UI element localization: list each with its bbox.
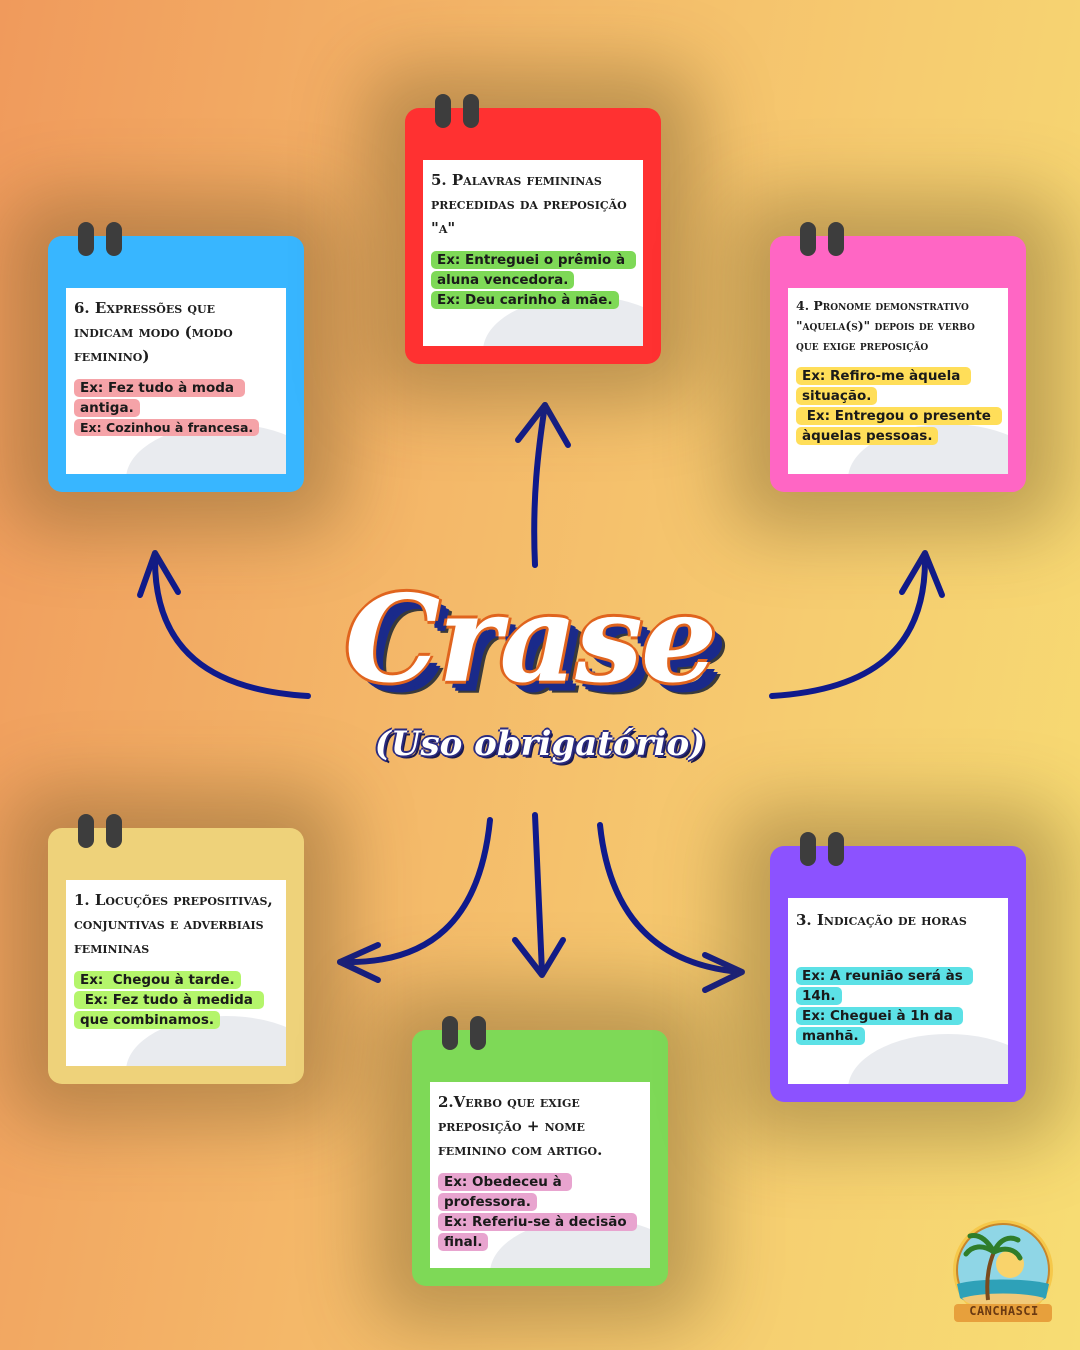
card-3-title: 3. Indicação de horas [796,911,967,929]
arrow-to-card-5 [515,402,571,568]
arrow-to-card-6 [137,550,311,699]
card-1-example-2: Ex: Fez tudo à medida que combinamos. [74,991,264,1029]
card-4-title: 4. Pronome demonstrativo "aquela(s)" dep… [796,298,975,353]
card-4-examples: Ex: Refiro-me àquela situação. Ex: Entre… [796,366,1002,446]
clip-icon [106,222,122,256]
card-5-examples: Ex: Entreguei o prêmio à aluna vencedora… [431,250,636,310]
clip-icon [800,832,816,866]
clip-icon [800,222,816,256]
card-1-example-1: Ex: Chegou à tarde. [74,971,241,989]
card-5: 5. Palavras femininas precedidas da prep… [405,94,661,364]
card-3-body: 3. Indicação de horas Ex: A reunião será… [788,898,1008,1084]
clip-icon [78,222,94,256]
card-2-examples: Ex: Obedeceu à professora. Ex: Referiu-s… [438,1172,642,1252]
clip-icon [463,94,479,128]
main-title: Crase [344,569,717,710]
clip-icon [828,222,844,256]
arrow-to-card-2 [512,812,566,978]
card-5-title: 5. Palavras femininas precedidas da prep… [431,171,627,237]
clip-icon [106,814,122,848]
card-1: 1. Locuções prepositivas, conjuntivas e … [48,814,304,1084]
card-2-body: 2.Verbo que exige preposição + nome femi… [430,1082,650,1268]
clip-icon [470,1016,486,1050]
arrow-to-card-1 [337,817,493,983]
clip-icon [828,832,844,866]
clip-icon [442,1016,458,1050]
card-1-title: 1. Locuções prepositivas, conjuntivas e … [74,891,273,957]
card-4: 4. Pronome demonstrativo "aquela(s)" dep… [770,222,1026,492]
card-5-example-2: Ex: Deu carinho à mãe. [431,291,619,309]
card-4-example-1: Ex: Refiro-me àquela situação. [796,367,972,405]
card-2-example-1: Ex: Obedeceu à professora. [438,1173,573,1211]
clip-icon [435,94,451,128]
card-2-title: 2.Verbo que exige preposição + nome femi… [438,1093,603,1159]
card-1-body: 1. Locuções prepositivas, conjuntivas e … [66,880,286,1066]
card-2: 2.Verbo que exige preposição + nome femi… [412,1016,668,1286]
card-3-example-1: Ex: A reunião será às 14h. [796,967,974,1005]
card-5-example-1: Ex: Entreguei o prêmio à aluna vencedora… [431,251,636,289]
card-2-example-2: Ex: Referiu-se à decisão final. [438,1213,638,1251]
card-6: 6. Expressões que indicam modo (modo fem… [48,222,304,492]
card-6-title: 6. Expressões que indicam modo (modo fem… [74,299,233,365]
card-6-examples: Ex: Fez tudo à moda antiga. Ex: Cozinhou… [74,378,278,438]
card-6-body: 6. Expressões que indicam modo (modo fem… [66,288,286,474]
arrow-to-card-3 [597,822,745,993]
card-3-example-2: Ex: Cheguei à 1h da manhã. [796,1007,964,1045]
card-6-example-2: Ex: Cozinhou à francesa. [74,419,260,436]
logo-text: CANCHASCI [969,1304,1039,1318]
card-4-body: 4. Pronome demonstrativo "aquela(s)" dep… [788,288,1008,474]
card-5-body: 5. Palavras femininas precedidas da prep… [423,160,643,346]
card-1-examples: Ex: Chegou à tarde. Ex: Fez tudo à medid… [74,970,278,1030]
palm-beach-logo-icon [953,1220,1053,1322]
card-3-examples: Ex: A reunião será às 14h. Ex: Cheguei à… [796,966,1000,1046]
main-subtitle: (Uso obrigatório) [374,724,706,764]
clip-icon [78,814,94,848]
arrow-to-card-4 [769,550,945,699]
card-3: 3. Indicação de horas Ex: A reunião será… [770,832,1026,1102]
card-6-example-1: Ex: Fez tudo à moda antiga. [74,379,245,417]
card-4-example-2: Ex: Entregou o presente àquelas pessoas. [796,407,1002,445]
